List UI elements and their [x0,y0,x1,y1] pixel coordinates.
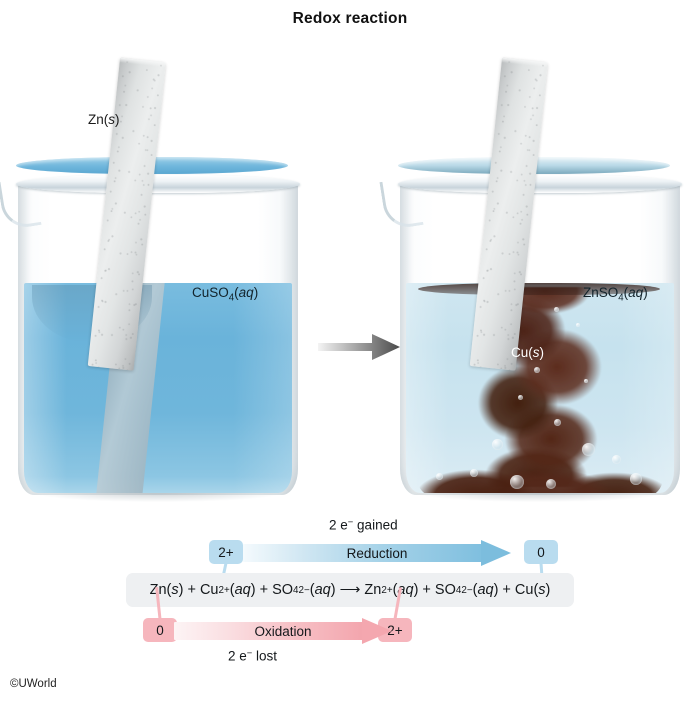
badge-value: 0 [537,544,545,560]
badge-copper-initial-state: 2+ [209,540,243,597]
page-title: Redox reaction [292,10,408,27]
badge-zinc-initial-state: 0 [143,587,177,642]
reduction-arrow: Reduction [243,540,511,566]
beaker-glass [379,157,682,502]
beaker-before [0,35,308,505]
electrons-lost-label: 2 e− lost [228,648,278,664]
label-zinc-solid: Zn(s) [88,112,120,127]
label-zinc-sulfate: ZnSO4(aq) [583,285,648,304]
reduction-arrow-head-icon [481,540,511,566]
oxidation-arrow-head-icon [362,618,392,644]
beaker-rim [16,175,300,193]
reaction-illustration: Zn(s) CuSO4(aq) ZnSO4(aq) Cu(s) [0,0,700,505]
reduction-label: Reduction [346,545,408,561]
oxidation-arrow: Oxidation [174,618,392,644]
reaction-progress-arrow-icon [318,334,400,360]
oxidation-arrow-bar [174,622,364,640]
copper-sulfate-solution [24,283,292,493]
gas-bubbles [406,283,674,493]
oxidation-label: Oxidation [254,623,312,639]
beaker-after [379,35,690,505]
beaker-glass [0,157,300,502]
beaker-rim [398,175,682,193]
badge-copper-final-state: 0 [524,540,558,598]
label-copper-sulfate: CuSO4(aq) [192,285,259,304]
copper-settled-layer [416,437,664,493]
badge-value: 0 [156,622,164,638]
label-copper-solid: Cu(s) [511,345,545,360]
copyright-notice: ©UWorld [10,678,57,690]
reduction-arrow-bar [243,544,483,562]
badge-value: 2+ [218,544,234,560]
zinc-sulfate-solution [406,283,674,493]
electrons-gained-label: 2 e− gained [329,517,398,533]
